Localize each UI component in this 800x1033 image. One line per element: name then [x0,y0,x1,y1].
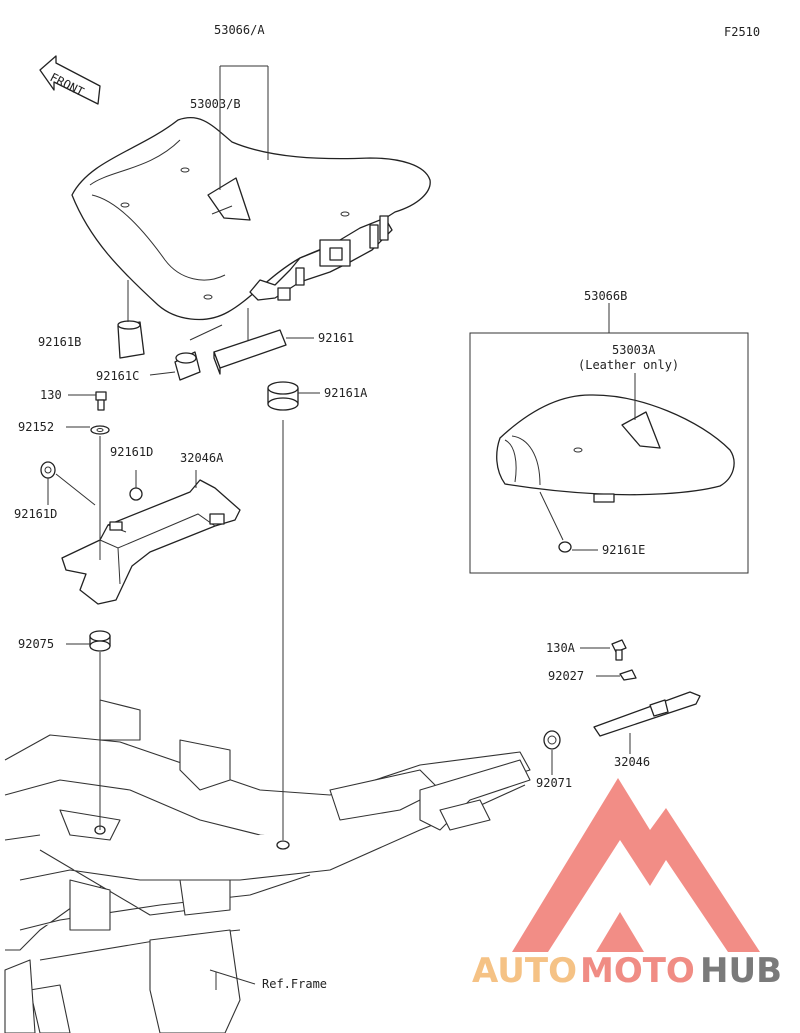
callout-53066a: 53066/A [214,23,265,37]
callout-92161: 92161 [318,331,354,345]
part-92161a [267,381,299,411]
leader-lines [47,65,636,990]
callout-92071: 92071 [536,776,572,790]
part-92161b [117,320,145,359]
callout-53066b: 53066B [584,289,627,303]
frame-structure [4,699,531,1033]
callout-labels: F2510 53066/A 53003/B 92161B 92161 92161… [14,23,760,991]
watermark-auto: AUTO [472,951,577,991]
callout-53003a: 53003A [612,343,656,357]
collar-92071 [543,730,561,750]
collar-92075 [89,630,111,652]
callout-92161a: 92161A [324,386,368,400]
callout-32046: 32046 [614,755,650,769]
part-92161-strip [213,329,287,375]
callout-92161c: 92161C [96,369,139,383]
callout-53003b: 53003/B [190,97,241,111]
callout-92161b: 92161B [38,335,81,349]
callout-92161e: 92161E [602,543,645,557]
nut-92027 [619,669,637,681]
watermark-logo [512,778,760,952]
callout-92161d-top: 92161D [110,445,153,459]
front-arrow-icon: FRONT [39,55,101,105]
watermark-text: AUTO MOTO HUB [472,951,782,991]
callout-130a: 130A [546,641,576,655]
callout-92152: 92152 [18,420,54,434]
front-seat [71,116,431,321]
grommet-92161d-top [129,487,143,501]
bolt-130 [95,391,107,411]
callout-92075: 92075 [18,637,54,651]
ref-frame-label: Ref.Frame [262,977,327,991]
inset-note: (Leather only) [578,358,679,372]
grommet-92161d-left [40,461,56,479]
callout-92027: 92027 [548,669,584,683]
watermark-hub: HUB [700,951,782,991]
bracket-32046a [61,479,241,605]
callout-92161d-left: 92161D [14,507,57,521]
callout-32046a: 32046A [180,451,224,465]
part-92161c [174,351,201,381]
watermark-moto: MOTO [580,951,695,991]
washer-92152 [90,425,110,435]
callout-130: 130 [40,388,62,402]
bolt-130a [611,639,627,661]
rear-seat-inset [469,332,749,574]
figure-code: F2510 [724,25,760,39]
bracket-32046 [593,691,701,737]
